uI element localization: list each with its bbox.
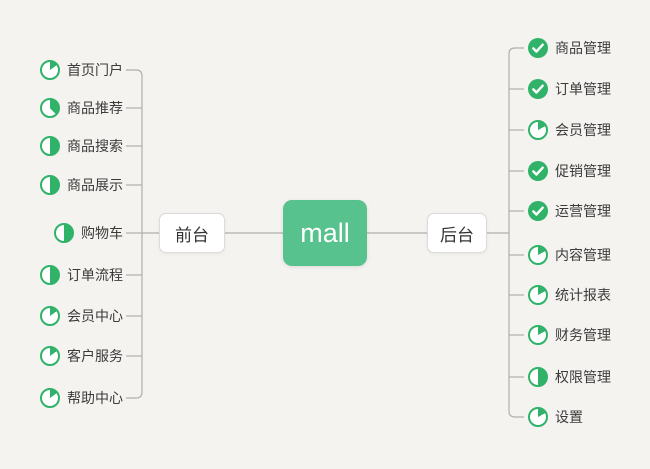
item-label: 内容管理 xyxy=(555,247,611,263)
pie-progress-icon xyxy=(528,285,548,305)
left-item-5[interactable]: 订单流程 xyxy=(40,264,123,286)
right-item-3[interactable]: 促销管理 xyxy=(528,160,611,182)
root-node-label: mall xyxy=(300,217,350,248)
right-item-8[interactable]: 权限管理 xyxy=(528,366,611,388)
item-label: 购物车 xyxy=(81,225,123,241)
pie-progress-icon xyxy=(40,60,60,80)
right-item-6[interactable]: 统计报表 xyxy=(528,284,611,306)
left-item-7[interactable]: 客户服务 xyxy=(40,345,123,367)
check-icon xyxy=(528,201,548,221)
pie-progress-icon xyxy=(40,265,60,285)
backend-branch-node[interactable]: 后台 xyxy=(427,213,487,253)
left-item-0[interactable]: 首页门户 xyxy=(40,59,123,81)
item-label: 帮助中心 xyxy=(67,390,123,406)
pie-progress-icon xyxy=(40,175,60,195)
item-label: 统计报表 xyxy=(555,287,611,303)
item-label: 财务管理 xyxy=(555,327,611,343)
left-item-3[interactable]: 商品展示 xyxy=(40,174,123,196)
item-label: 商品展示 xyxy=(67,177,123,193)
pie-progress-icon xyxy=(54,223,74,243)
item-label: 订单流程 xyxy=(67,267,123,283)
left-item-1[interactable]: 商品推荐 xyxy=(40,97,123,119)
right-item-1[interactable]: 订单管理 xyxy=(528,78,611,100)
frontend-branch-node[interactable]: 前台 xyxy=(159,213,225,253)
item-label: 订单管理 xyxy=(555,81,611,97)
pie-progress-icon xyxy=(40,346,60,366)
item-label: 商品搜索 xyxy=(67,138,123,154)
item-label: 商品管理 xyxy=(555,40,611,56)
right-item-7[interactable]: 财务管理 xyxy=(528,324,611,346)
item-label: 会员中心 xyxy=(67,308,123,324)
left-item-6[interactable]: 会员中心 xyxy=(40,305,123,327)
left-item-4[interactable]: 购物车 xyxy=(54,222,123,244)
right-item-9[interactable]: 设置 xyxy=(528,406,583,428)
right-item-4[interactable]: 运营管理 xyxy=(528,200,611,222)
pie-progress-icon xyxy=(40,306,60,326)
check-icon xyxy=(528,38,548,58)
check-icon xyxy=(528,161,548,181)
item-label: 首页门户 xyxy=(67,62,123,78)
item-label: 运营管理 xyxy=(555,203,611,219)
check-icon xyxy=(528,79,548,99)
pie-progress-icon xyxy=(528,120,548,140)
item-label: 会员管理 xyxy=(555,122,611,138)
item-label: 促销管理 xyxy=(555,163,611,179)
right-item-2[interactable]: 会员管理 xyxy=(528,119,611,141)
root-node-mall[interactable]: mall xyxy=(283,200,367,266)
left-item-2[interactable]: 商品搜索 xyxy=(40,135,123,157)
item-label: 商品推荐 xyxy=(67,100,123,116)
item-label: 设置 xyxy=(555,409,583,425)
pie-progress-icon xyxy=(528,367,548,387)
item-label: 权限管理 xyxy=(555,369,611,385)
pie-progress-icon xyxy=(528,245,548,265)
frontend-branch-label: 前台 xyxy=(175,225,209,245)
backend-branch-label: 后台 xyxy=(440,225,474,245)
left-item-8[interactable]: 帮助中心 xyxy=(40,387,123,409)
pie-progress-icon xyxy=(528,407,548,427)
pie-progress-icon xyxy=(40,98,60,118)
pie-progress-icon xyxy=(40,388,60,408)
item-label: 客户服务 xyxy=(67,348,123,364)
right-item-0[interactable]: 商品管理 xyxy=(528,37,611,59)
right-item-5[interactable]: 内容管理 xyxy=(528,244,611,266)
pie-progress-icon xyxy=(528,325,548,345)
pie-progress-icon xyxy=(40,136,60,156)
